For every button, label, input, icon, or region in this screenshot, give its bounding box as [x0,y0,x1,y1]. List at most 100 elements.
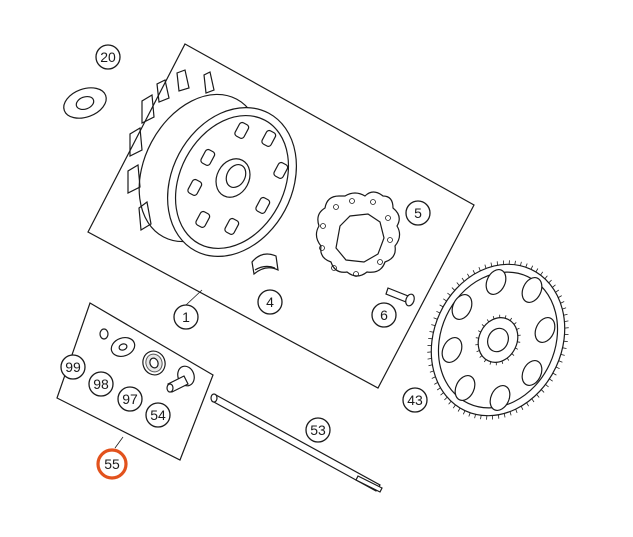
callout-ring [405,200,431,226]
gear-tooth [549,378,553,382]
gear-tooth [461,277,465,282]
gear-tooth [558,295,562,298]
gear-tooth [484,264,487,269]
gear-tooth [555,289,560,293]
gear-tooth [511,353,515,356]
gear-tooth [480,415,482,420]
leader-line-55 [114,436,124,449]
part-plate-5 [315,191,401,277]
gear-tooth [552,372,557,376]
callout-ring [95,44,121,70]
gear-tooth [516,327,520,330]
callout-43: 43 [402,387,428,413]
gear-tooth [462,410,466,415]
gear-tooth [540,271,544,276]
gear-tooth [535,268,539,273]
callout-ring [257,289,283,315]
gear-tooth [564,320,569,322]
callout-label: 20 [100,49,116,65]
part-needle-bearing-97 [142,350,166,376]
part-pressure-piece-54 [166,365,195,393]
gear-tooth [548,279,552,284]
callout-99: 99 [60,354,86,380]
callout-label: 43 [407,392,423,408]
gear-tooth [492,315,495,320]
callout-ring [88,371,114,397]
gear-tooth [468,412,471,417]
gear-tooth [562,307,567,310]
gear-tooth [545,384,549,388]
callout-label: 55 [104,456,120,472]
callout-ring [371,302,397,328]
gear-tooth [563,313,568,316]
gear-tooth [483,359,487,363]
gear-tooth [562,347,567,349]
gear-tooth [448,401,452,405]
callout-ring [173,304,199,330]
part-washer-20 [63,87,107,119]
callout-53: 53 [305,417,331,443]
callout-ring [60,354,86,380]
gear-tooth [429,370,434,373]
gear-tooth [452,404,456,409]
gear-tooth [509,411,512,416]
callout-ring-highlight [96,448,128,480]
gear-tooth [558,360,563,363]
part-washer-98 [110,336,136,358]
callout-label: 98 [93,376,109,392]
gear-tooth [514,260,516,265]
callout-20: 20 [95,44,121,70]
part-clutch-basket-1 [127,69,298,258]
gear-tooth [444,396,448,401]
callout-ring [402,387,428,413]
gear-tooth [544,275,548,279]
gear-tooth [447,292,451,296]
leader-line-1 [185,289,203,306]
gear-tooth [520,261,522,266]
gear-tooth [475,337,479,339]
callout-97: 97 [117,386,143,412]
part-screw-6 [385,287,415,307]
gear-tooth [478,266,481,272]
callout-label: 1 [182,309,190,325]
gear-tooth [509,317,513,321]
callout-label: 97 [122,391,138,407]
gear-tooth [501,360,504,365]
callout-label: 4 [266,294,274,310]
assembly-frame-main [87,43,475,389]
callout-label: 53 [310,422,326,438]
callout-4: 4 [257,289,283,315]
gear-tooth [517,341,521,343]
gear-tooth [525,263,528,268]
gear-tooth [489,361,492,365]
callout-ring [117,386,143,412]
callout-1: 1 [173,304,199,330]
gear-tooth [472,270,476,274]
gear-tooth [486,319,490,323]
callout-label: 6 [380,307,388,323]
gear-tooth [443,298,447,302]
callout-ring [145,402,171,428]
gear-tooth [467,273,470,278]
gear-tooth [504,315,507,319]
callout-ring [305,417,331,443]
callout-label: 54 [150,407,166,423]
gear-tooth [490,262,493,267]
gear-tooth [440,392,444,396]
callout-5: 5 [405,200,431,226]
gear-tooth [451,287,456,291]
gear-tooth [536,394,540,398]
gear-tooth [520,406,524,410]
callout-54: 54 [145,402,171,428]
gear-tooth [530,265,534,270]
gear-tooth [555,366,560,370]
gear-tooth [429,331,434,333]
gear-tooth [531,398,535,403]
gear-tooth [552,284,556,288]
gear-tooth [513,322,517,325]
gear-tooth [456,282,460,286]
gear-tooth [526,402,529,407]
gear-tooth [427,358,432,360]
